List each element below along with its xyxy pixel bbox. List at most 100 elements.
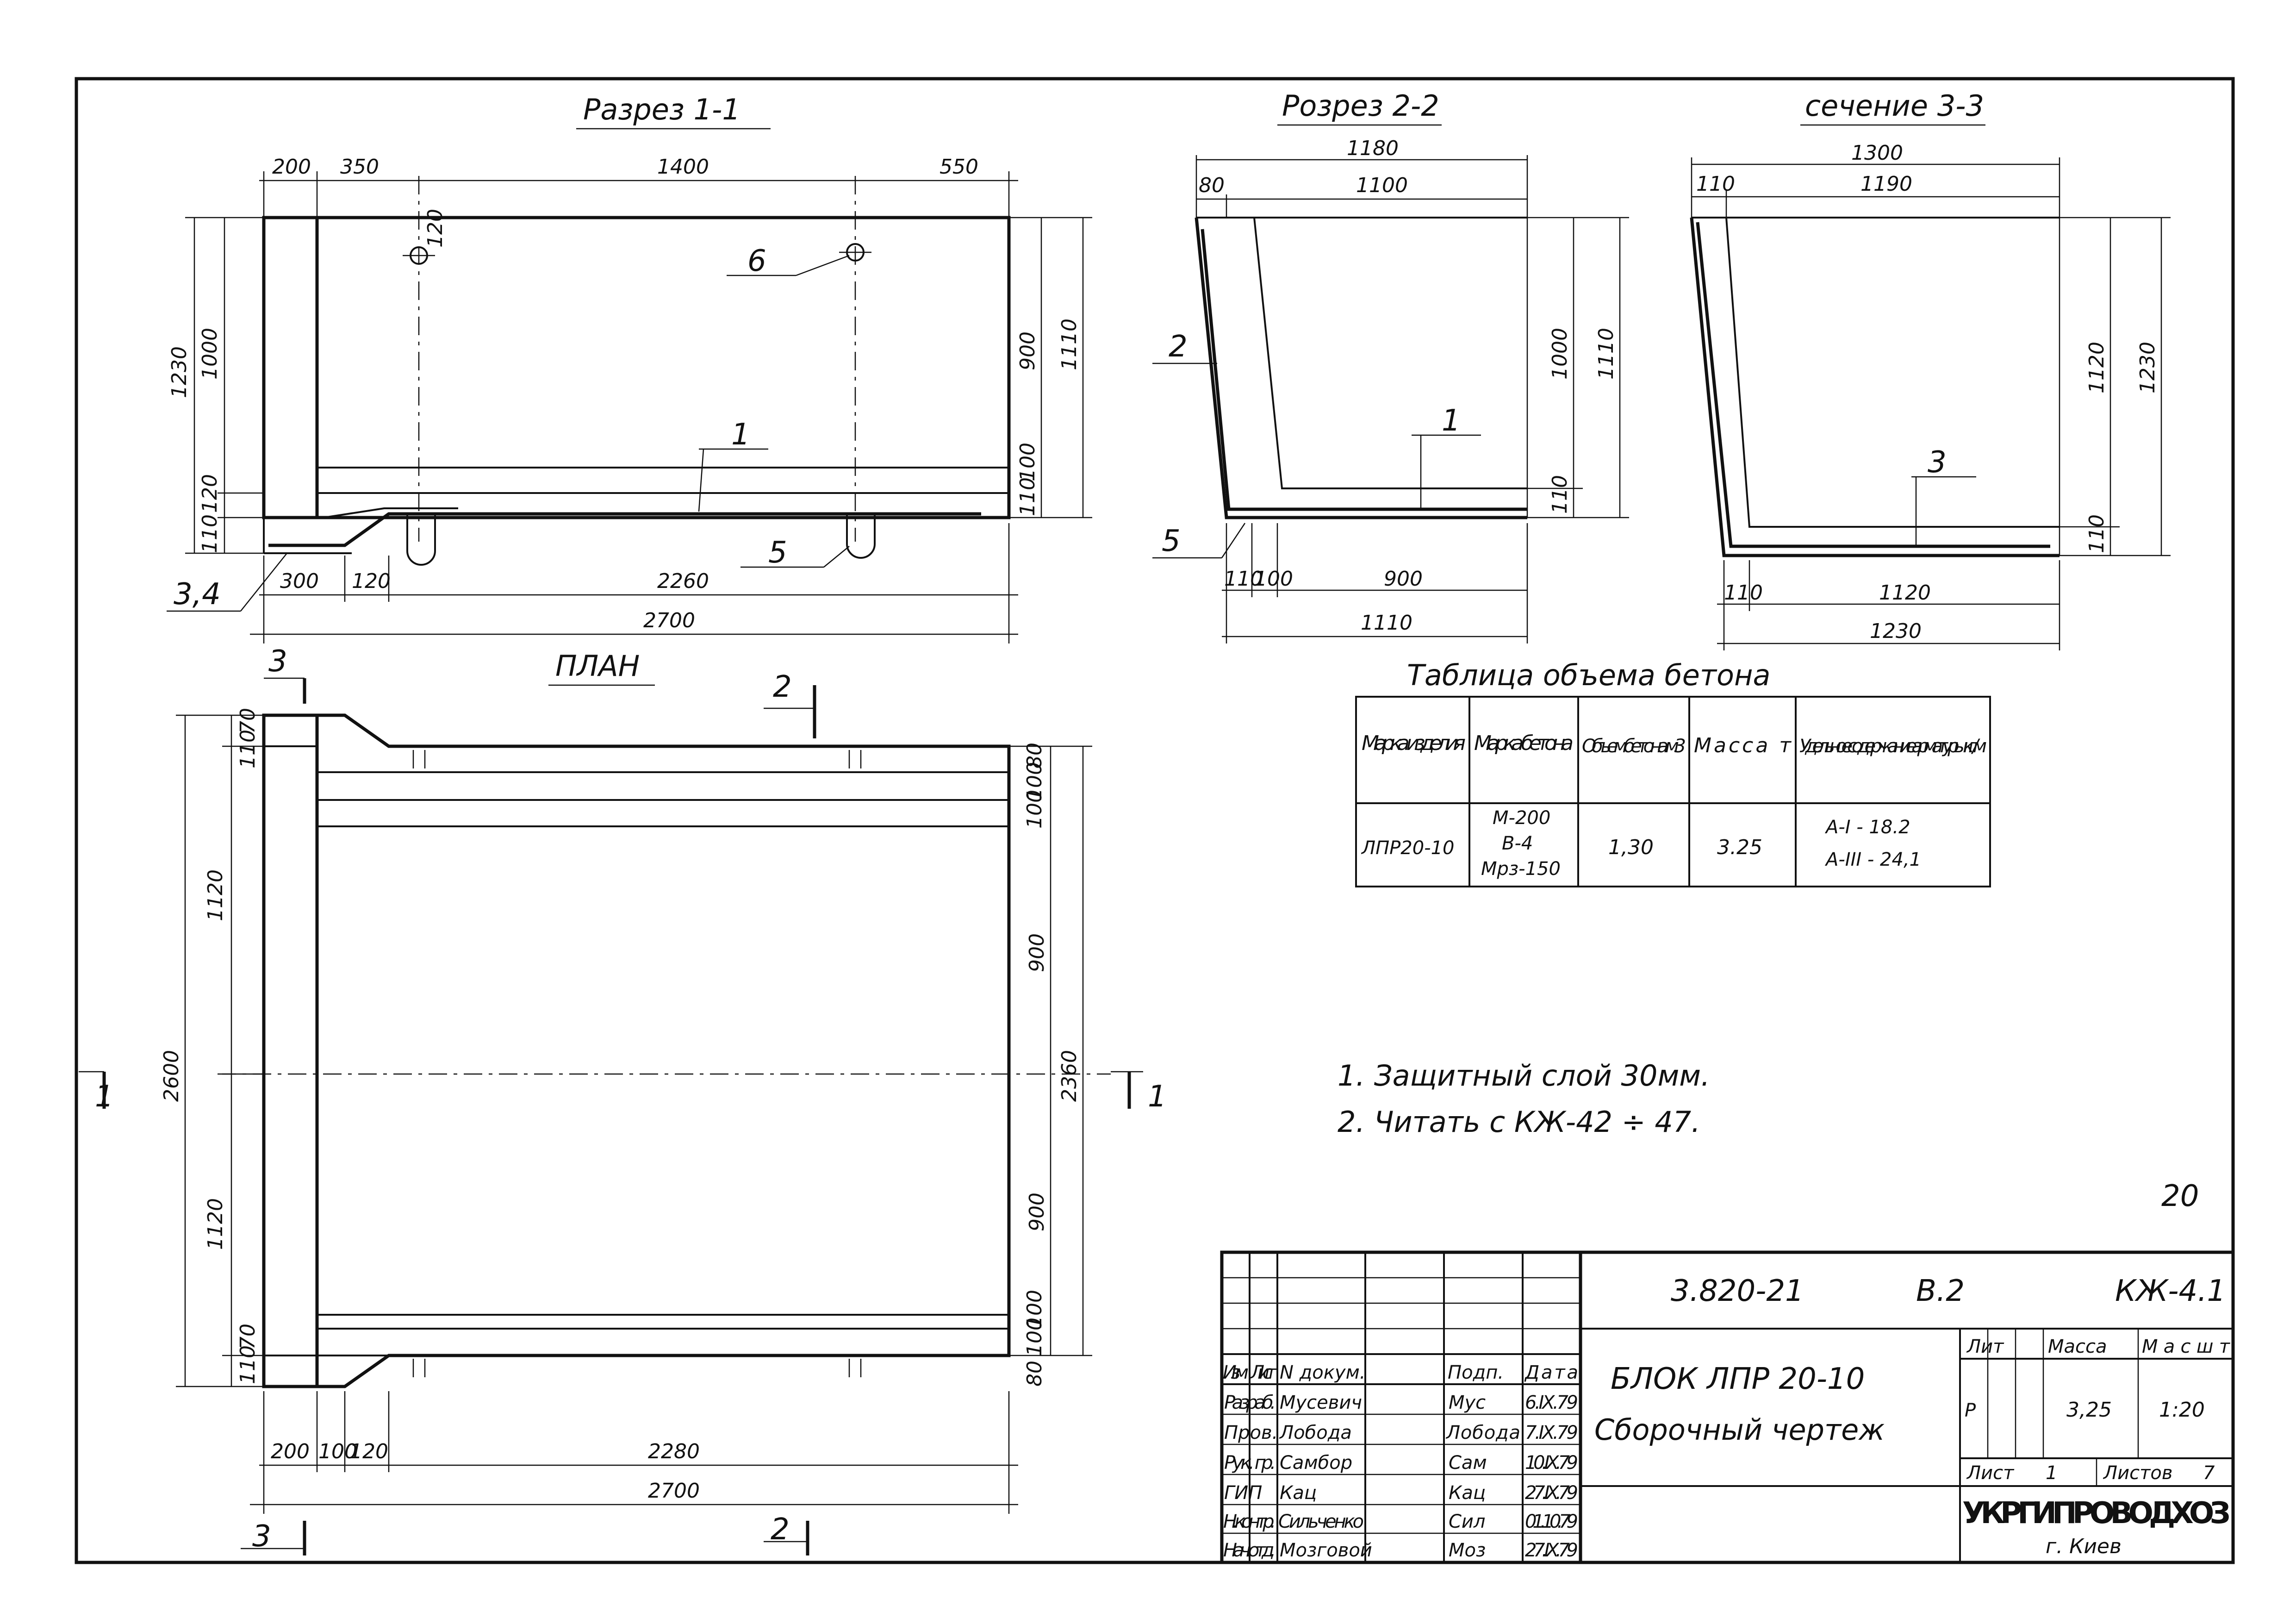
note-1: 1. Защитный слой 30мм. <box>1338 1059 1710 1093</box>
s11-dim-350: 350 <box>340 155 379 179</box>
table-cell-concrete-frost: Мрз-150 <box>1481 858 1561 880</box>
tb-lit-value: Р <box>1965 1400 1976 1421</box>
plan-dim-b120: 120 <box>349 1440 388 1463</box>
tb-role-5: Нач.отд. <box>1223 1540 1276 1561</box>
tb-doc-code: 3.820-21 <box>1671 1274 1804 1308</box>
table-header-reinforcement: Удельное содержание арматуры кг/м <box>1799 736 1987 757</box>
tb-lit-label: Лит <box>1966 1336 2004 1357</box>
s22-dim-1000: 1000 <box>1548 328 1572 380</box>
plan-dim-r80-bottom: 80 <box>1023 1361 1046 1387</box>
s11-dim-550: 550 <box>940 155 978 179</box>
table-cell-volume: 1,30 <box>1608 836 1654 859</box>
s22-dim-110: 110 <box>1548 475 1572 514</box>
tb-col-izm: Изм <box>1223 1362 1249 1383</box>
table-header-product: Марка изделия <box>1362 731 1466 755</box>
tb-col-date: Дата <box>1524 1362 1578 1383</box>
s11-dim-120b: 120 <box>352 569 391 593</box>
tb-name-2: Самбор <box>1280 1452 1352 1474</box>
s11-dim-hole-20: 120 <box>423 209 447 248</box>
tb-name-4: Сильченко <box>1278 1511 1364 1532</box>
table-cell-reinf-a1: А-I - 18.2 <box>1824 817 1910 838</box>
s11-callout-3-4: 3,4 <box>174 577 221 612</box>
tb-date-3: 27.IX.79 <box>1525 1482 1578 1504</box>
s33-dim-110: 110 <box>1696 172 1735 196</box>
tb-col-sign: Подп. <box>1448 1362 1504 1383</box>
s11-dim-120: 120 <box>198 474 222 513</box>
tb-role-3: ГИП <box>1224 1482 1262 1504</box>
s11-dim-2260: 2260 <box>657 569 709 593</box>
plan-dim-l110-top: 110 <box>236 730 260 768</box>
tb-name-5: Мозговой <box>1280 1540 1372 1561</box>
s11-callout-6: 6 <box>747 244 766 278</box>
table-cell-concrete-grade: М-200 <box>1493 807 1550 829</box>
plan-dim-r100b-bottom: 100 <box>1023 1318 1046 1356</box>
plan-dim-l2600: 2600 <box>160 1050 183 1102</box>
tb-sign-2: Сам <box>1449 1452 1487 1474</box>
s33-dim-1190: 1190 <box>1860 172 1912 196</box>
tb-mass-value: 3,25 <box>2066 1398 2112 1422</box>
tb-sheet-value: 1 <box>2046 1462 2057 1484</box>
tb-col-doc: N докум. <box>1280 1362 1366 1383</box>
plan-mark-3-top: 3 <box>268 644 287 679</box>
plan-mark-2-top: 2 <box>773 670 792 704</box>
tb-sheet-label: Лист <box>1966 1462 2015 1484</box>
s11-dim-900: 900 <box>1016 331 1039 370</box>
plan-dim-b2280: 2280 <box>648 1440 700 1463</box>
tb-role-0: Разраб. <box>1224 1392 1276 1413</box>
s33-dim-r110: 110 <box>2085 514 2109 553</box>
tb-organization: УКРГИПРОВОДХОЗ <box>1962 1496 2231 1530</box>
tb-sheet-code: КЖ-4.1 <box>2115 1274 2226 1308</box>
tb-name-3: Кац <box>1280 1482 1317 1504</box>
s11-dim-1230: 1230 <box>168 346 191 398</box>
plan-dim-r2360: 2360 <box>1058 1050 1081 1102</box>
s33-callout-3: 3 <box>1928 445 1947 480</box>
plan-dim-l110-bottom: 110 <box>236 1345 260 1384</box>
notes: 1. Защитный слой 30мм. 2. Читать с КЖ-42… <box>1338 1059 1710 1139</box>
tb-role-2: Рук. гр. <box>1224 1452 1276 1474</box>
table-cell-product: ЛПР20-10 <box>1361 837 1455 859</box>
plan-dim-r80-top: 80 <box>1023 743 1046 768</box>
table-header-volume: Объем бетона м3 <box>1582 736 1686 757</box>
tb-date-1: 7.IX.79 <box>1525 1422 1578 1443</box>
tb-drawing-type: Сборочный чертеж <box>1594 1413 1885 1447</box>
tb-sign-1: Лобода <box>1445 1422 1520 1443</box>
plan-dim-b2700: 2700 <box>648 1479 700 1503</box>
note-2: 2. Читать с КЖ-42 ÷ 47. <box>1338 1105 1700 1139</box>
table-title: Таблица объема бетона <box>1407 658 1770 692</box>
plan-dim-l70-top: 70 <box>236 708 260 734</box>
table-header-mass: Масса т <box>1694 734 1792 757</box>
s22-dim-1100: 1100 <box>1356 174 1408 197</box>
plan-mark-1-left: 1 <box>95 1080 114 1114</box>
s11-dim-1000: 1000 <box>198 328 222 380</box>
s11-dim-right-100: 100 <box>1016 443 1039 481</box>
s33-dim-1300: 1300 <box>1851 141 1903 165</box>
tb-mass-label: Масса <box>2048 1336 2107 1357</box>
s33-dim-b110: 110 <box>1724 581 1763 605</box>
tb-issue: В.2 <box>1916 1274 1965 1308</box>
section-3-3-title: сечение 3-3 <box>1805 89 1984 123</box>
sheet-frame <box>75 77 2235 1564</box>
tb-date-4: 01.10.79 <box>1525 1511 1578 1532</box>
plan-dim-b200: 200 <box>271 1440 310 1463</box>
section-1-1-title: Разрез 1-1 <box>583 93 740 126</box>
s22-dim-b110: 110 <box>1224 567 1263 591</box>
s22-callout-2: 2 <box>1169 330 1188 364</box>
s22-callout-5: 5 <box>1162 524 1181 558</box>
tb-role-1: Пров. <box>1224 1422 1278 1443</box>
title-block: Изм Лист N докум. Подп. Дата Разраб. Мус… <box>1220 1250 2235 1564</box>
tb-name-0: Мусевич <box>1280 1392 1362 1413</box>
s33-dim-b1120: 1120 <box>1879 581 1931 605</box>
tb-sign-0: Мус <box>1449 1392 1486 1413</box>
plan-dim-r900-bottom: 900 <box>1025 1193 1049 1231</box>
s22-dim-b1110: 1110 <box>1361 611 1412 635</box>
s11-dim-200: 200 <box>272 155 311 179</box>
s11-callout-1: 1 <box>731 418 750 452</box>
tb-scale-value: 1:20 <box>2159 1398 2205 1422</box>
s11-dim-110: 110 <box>198 514 222 553</box>
tb-sign-4: Сил <box>1449 1511 1486 1532</box>
plan-dim-r100b-top: 100 <box>1023 790 1046 829</box>
tb-sign-3: Кац <box>1449 1482 1486 1504</box>
page-number: 20 <box>2161 1179 2199 1213</box>
tb-sheets-value: 7 <box>2203 1462 2215 1484</box>
